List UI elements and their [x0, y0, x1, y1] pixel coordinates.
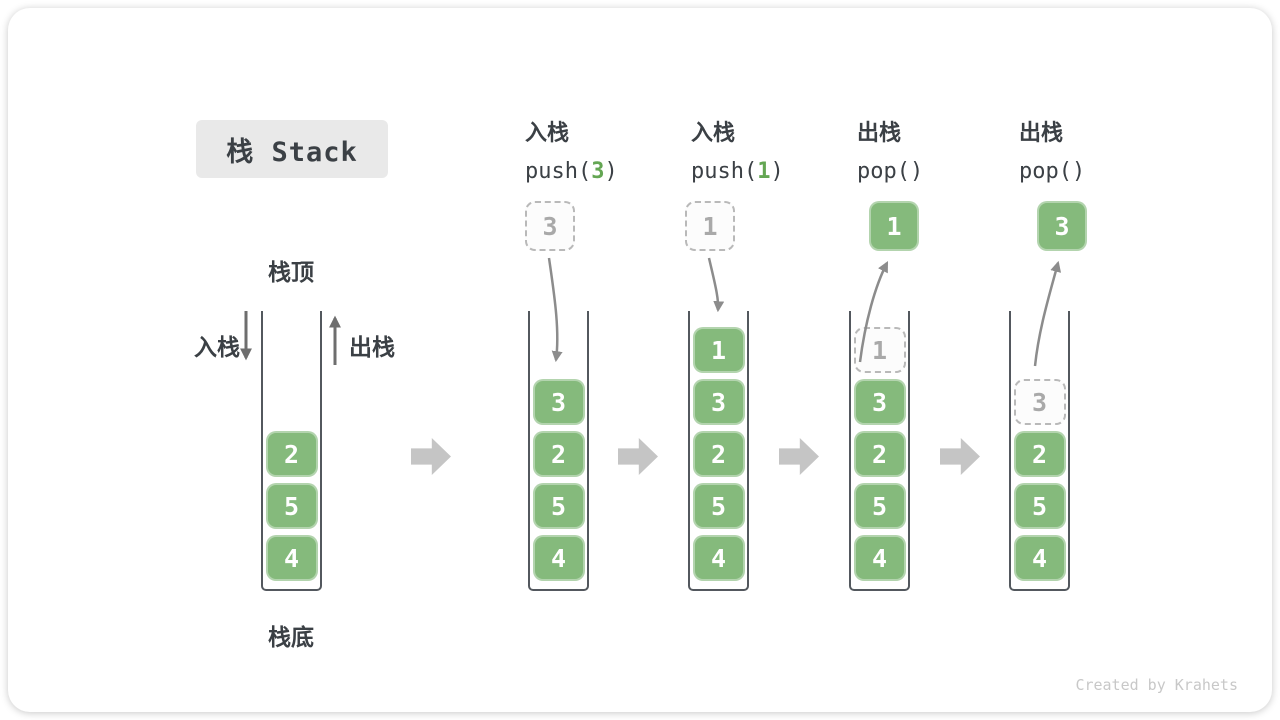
step-arrow-icon: [940, 438, 980, 475]
stack-cell: 3: [532, 379, 585, 425]
code-post: ): [1071, 159, 1086, 184]
op-header-pop-3: 出栈 pop(): [1019, 115, 1085, 184]
op-header-push-1: 入栈 push(1): [691, 115, 784, 184]
diagram-card: 栈 Stack 入栈 push(3) 入栈 push(1) 出栈 pop() 出…: [8, 8, 1272, 712]
stack-2: 3 2 5 4: [528, 311, 589, 591]
float-pop-value-3: 3: [1037, 201, 1087, 251]
stack-5: 3 2 5 4: [1009, 311, 1070, 591]
stack-cell: 4: [265, 535, 318, 581]
step-arrow-icon: [779, 438, 819, 475]
op-label: 出栈: [857, 121, 902, 146]
code-pre: pop(: [857, 159, 910, 184]
stack-cell: 3: [692, 379, 745, 425]
stack-bottom-label: 栈底: [268, 625, 314, 651]
step-arrow-icon: [618, 438, 658, 475]
op-label: 入栈: [525, 121, 570, 146]
code-arg: 1: [757, 159, 771, 184]
stack-cell: 4: [532, 535, 585, 581]
op-label: 入栈: [691, 121, 736, 146]
pop-direction-label: 出栈: [349, 335, 395, 361]
float-push-value-1: 1: [685, 201, 735, 251]
stack-3: 1 3 2 5 4: [688, 311, 749, 591]
code-post: ): [770, 159, 784, 184]
stack-cell: 4: [853, 535, 906, 581]
code-pre: push(: [691, 159, 758, 184]
stack-cell: 3: [853, 379, 906, 425]
stack-cell: 5: [853, 483, 906, 529]
stack-cell: 1: [692, 327, 745, 373]
stack-cell: 5: [692, 483, 745, 529]
stack-cell-ghost: 3: [1013, 379, 1066, 425]
stack-cell: 4: [1013, 535, 1066, 581]
code-pre: push(: [525, 159, 592, 184]
stack-1: 2 5 4: [261, 311, 322, 591]
op-code: pop(): [857, 159, 923, 184]
code-post: ): [909, 159, 924, 184]
op-header-pop-1: 出栈 pop(): [857, 115, 923, 184]
float-pop-value-1: 1: [869, 201, 919, 251]
step-arrow-icon: [411, 438, 451, 475]
stack-top-label: 栈顶: [268, 260, 314, 286]
op-code: pop(): [1019, 159, 1085, 184]
stack-cell: 2: [1013, 431, 1066, 477]
stack-cell: 2: [532, 431, 585, 477]
op-label: 出栈: [1019, 121, 1064, 146]
stack-cell: 5: [532, 483, 585, 529]
stack-cell: 4: [692, 535, 745, 581]
op-header-push-3: 入栈 push(3): [525, 115, 618, 184]
code-post: ): [604, 159, 618, 184]
code-pre: pop(: [1019, 159, 1072, 184]
push-1-motion-arrow-icon: [707, 257, 725, 313]
stack-cell: 2: [692, 431, 745, 477]
op-code: push(3): [525, 159, 618, 184]
stack-cell-ghost: 1: [853, 327, 906, 373]
stack-cell: 5: [265, 483, 318, 529]
op-code: push(1): [691, 159, 784, 184]
stack-cell: 5: [1013, 483, 1066, 529]
stack-cell: 2: [265, 431, 318, 477]
title-box: 栈 Stack: [196, 120, 388, 178]
stack-4: 1 3 2 5 4: [849, 311, 910, 591]
push-direction-label: 入栈: [194, 335, 240, 361]
page-title: 栈 Stack: [226, 136, 358, 168]
arrows-overlay: [240, 257, 1062, 367]
watermark: Created by Krahets: [1075, 676, 1238, 694]
stack-cell: 2: [853, 431, 906, 477]
float-push-value-3: 3: [525, 201, 575, 251]
code-arg: 3: [591, 159, 605, 184]
